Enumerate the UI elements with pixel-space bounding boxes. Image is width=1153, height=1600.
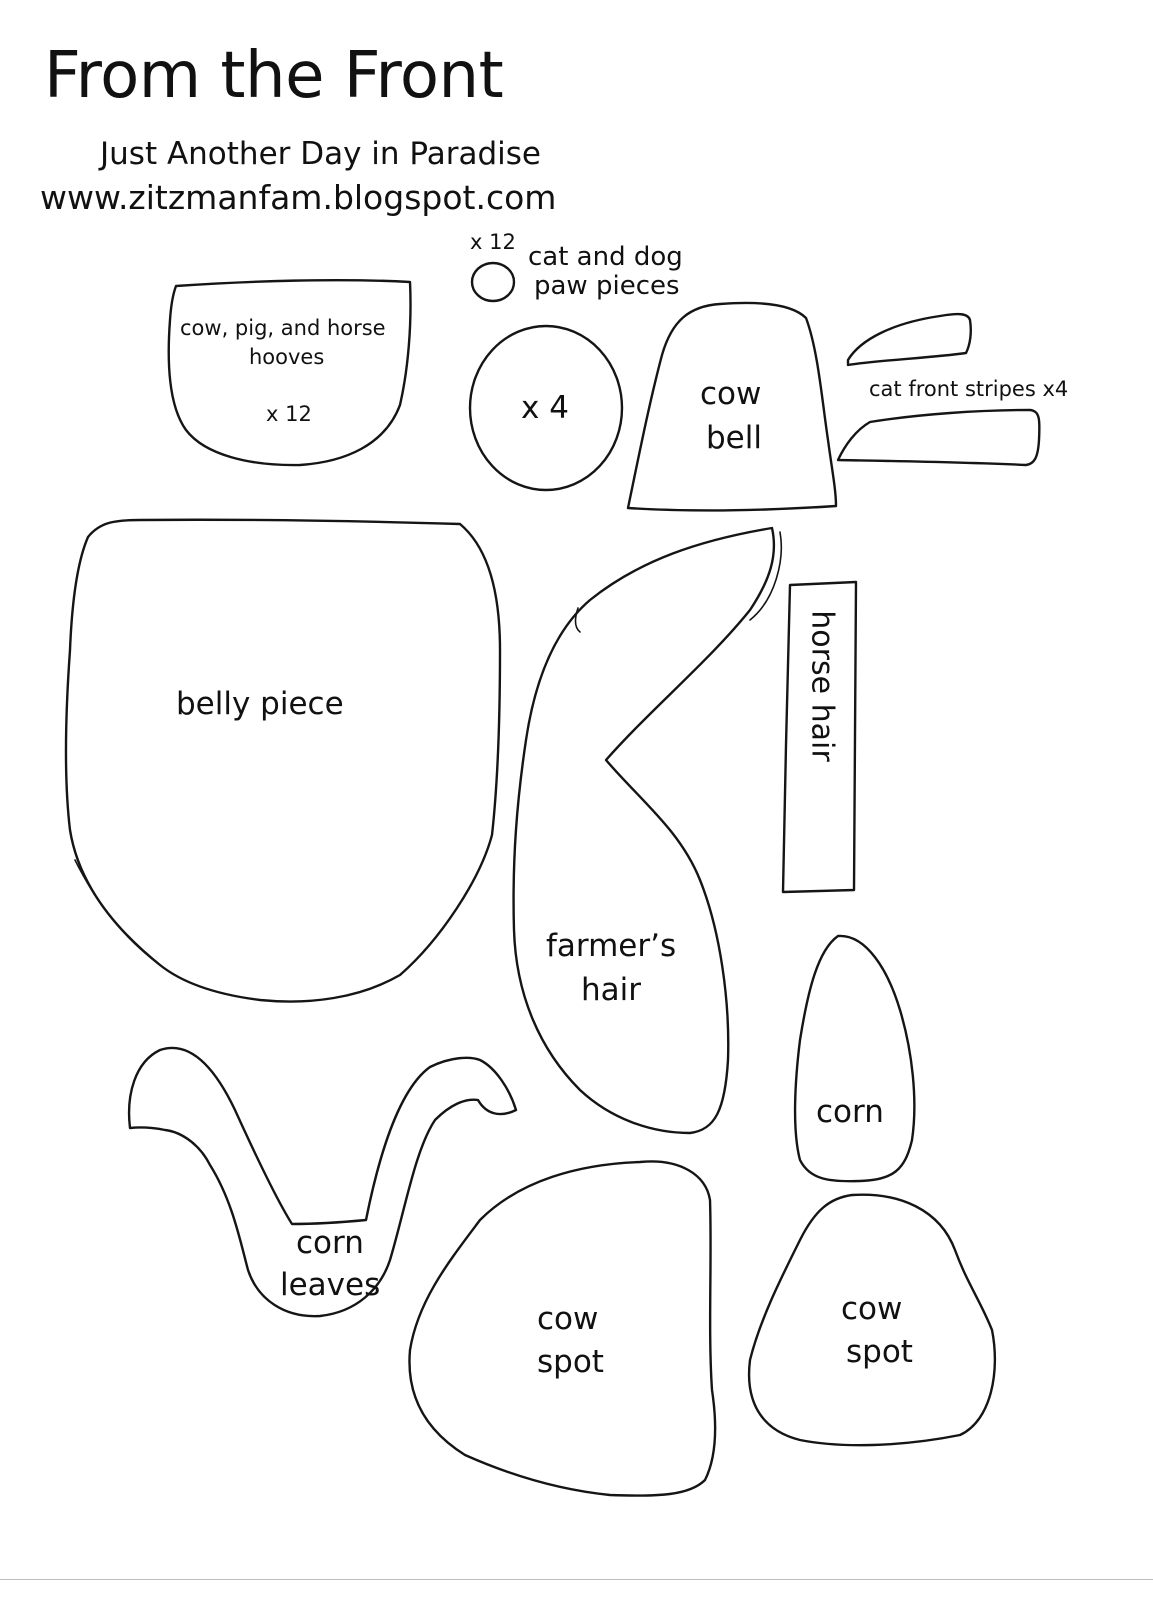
- paw-piece-outline: [470, 261, 516, 303]
- belly-piece-label: belly piece: [176, 686, 344, 722]
- cow-bell-label-line1: cow: [700, 376, 762, 412]
- cow-spot-2-label-line1: cow: [841, 1291, 903, 1327]
- paw-count: x 12: [470, 230, 516, 254]
- farmers-hair-label-line2: hair: [581, 972, 642, 1008]
- cow-spot-1-label-line1: cow: [537, 1301, 599, 1337]
- page-title: From the Front: [44, 39, 504, 113]
- horse-hair-label: horse hair: [804, 610, 840, 762]
- corn-leaves-outline: [127, 1046, 518, 1318]
- hooves-piece-outline: [167, 278, 412, 467]
- cat-stripe-top-outline: [846, 312, 972, 367]
- cow-spot-1-outline: [408, 1160, 717, 1497]
- corn-leaves-label-line1: corn: [296, 1225, 364, 1261]
- corn-piece-outline: [793, 934, 916, 1183]
- cow-spot-1-label-line2: spot: [537, 1344, 604, 1380]
- paw-label-line1: cat and dog: [528, 242, 683, 272]
- horse-hair-outline: [781, 580, 858, 894]
- scan-edge-line: [0, 1579, 1153, 1580]
- paw-label-line2: paw pieces: [534, 271, 680, 301]
- cow-bell-outline: [626, 301, 838, 512]
- hooves-count: x 12: [266, 402, 312, 426]
- cow-spot-2-outline: [747, 1193, 997, 1447]
- belly-piece-inner-line: [74, 859, 161, 966]
- corn-leaves-label-line2: leaves: [280, 1267, 381, 1303]
- farmers-hair-outline: [512, 526, 776, 1135]
- circle-count: x 4: [521, 390, 569, 426]
- cat-stripe-bottom-outline: [836, 408, 1041, 467]
- hooves-label-line1: cow, pig, and horse: [180, 316, 386, 340]
- blog-url: www.zitzmanfam.blogspot.com: [40, 178, 557, 217]
- belly-piece-outline: [64, 518, 502, 1003]
- farmers-hair-label-line1: farmer’s: [546, 928, 677, 964]
- cat-stripes-label: cat front stripes x4: [869, 377, 1069, 401]
- farmers-hair-inner-line: [574, 531, 783, 633]
- hooves-label-line2: hooves: [249, 345, 325, 369]
- corn-label: corn: [816, 1094, 884, 1130]
- cow-bell-label-line2: bell: [706, 420, 762, 456]
- cow-spot-2-label-line2: spot: [846, 1334, 913, 1370]
- circle-piece-outline: [468, 324, 624, 492]
- page-subtitle: Just Another Day in Paradise: [100, 136, 541, 172]
